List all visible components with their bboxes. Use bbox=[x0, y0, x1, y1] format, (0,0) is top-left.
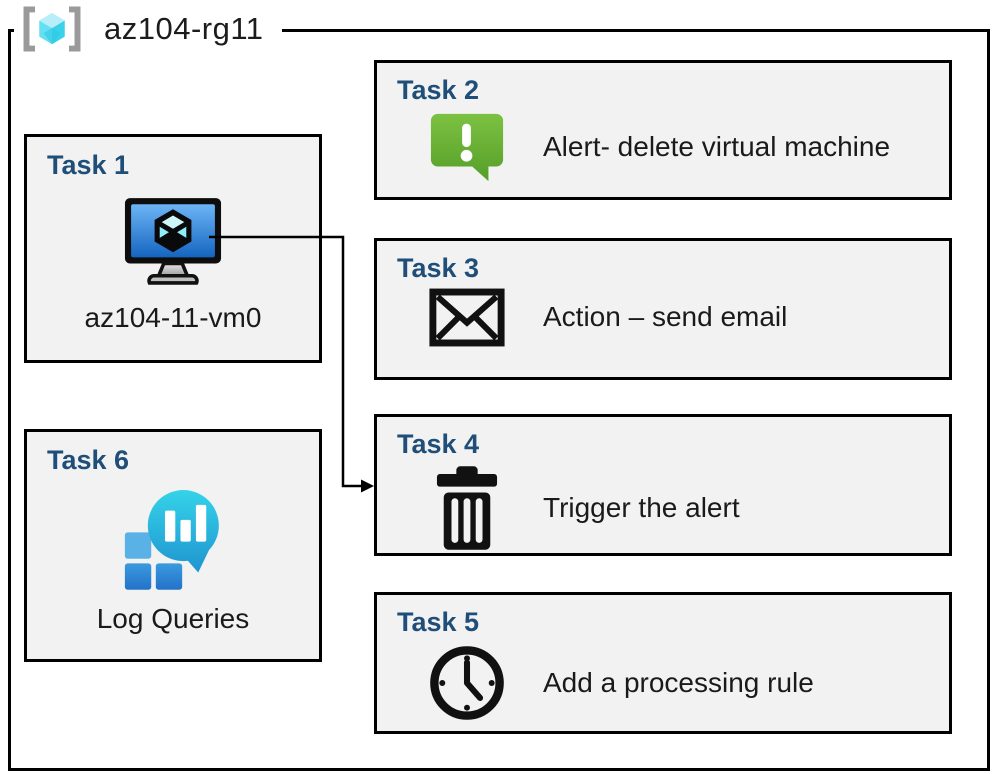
task1-header: Task 1 bbox=[47, 150, 130, 180]
alert-message-icon bbox=[419, 110, 515, 184]
trash-icon bbox=[419, 464, 515, 552]
task3-box: Task 3 Action – send email bbox=[374, 238, 952, 380]
task4-box: Task 4 Trigger the alert bbox=[374, 414, 952, 556]
task4-header: Task 4 bbox=[397, 429, 480, 459]
task2-header: Task 2 bbox=[397, 75, 480, 105]
resource-group-title: az104-rg11 bbox=[14, 1, 282, 57]
task4-label: Trigger the alert bbox=[543, 491, 740, 523]
task1-box: Task 1 bbox=[24, 134, 322, 363]
task2-box: Task 2 Alert- delete virtual machin bbox=[374, 60, 952, 200]
task6-label: Log Queries bbox=[96, 602, 250, 634]
task1-label: az104-11-vm0 bbox=[84, 301, 262, 333]
log-queries-icon bbox=[118, 482, 228, 597]
email-envelope-icon bbox=[419, 288, 515, 347]
resource-group-icon bbox=[18, 4, 86, 54]
task3-header: Task 3 bbox=[397, 253, 480, 283]
task5-box: Task 5 Add a processing rule bbox=[374, 592, 952, 734]
task6-box: Task 6 bbox=[24, 429, 322, 662]
resource-group-name: az104-rg11 bbox=[104, 11, 264, 46]
virtual-machine-icon bbox=[121, 195, 225, 292]
task2-label: Alert- delete virtual machine bbox=[543, 130, 891, 162]
clock-icon bbox=[419, 642, 515, 724]
task3-label: Action – send email bbox=[543, 301, 788, 333]
task5-label: Add a processing rule bbox=[543, 666, 814, 698]
task6-header: Task 6 bbox=[47, 445, 130, 475]
task5-header: Task 5 bbox=[397, 607, 480, 637]
